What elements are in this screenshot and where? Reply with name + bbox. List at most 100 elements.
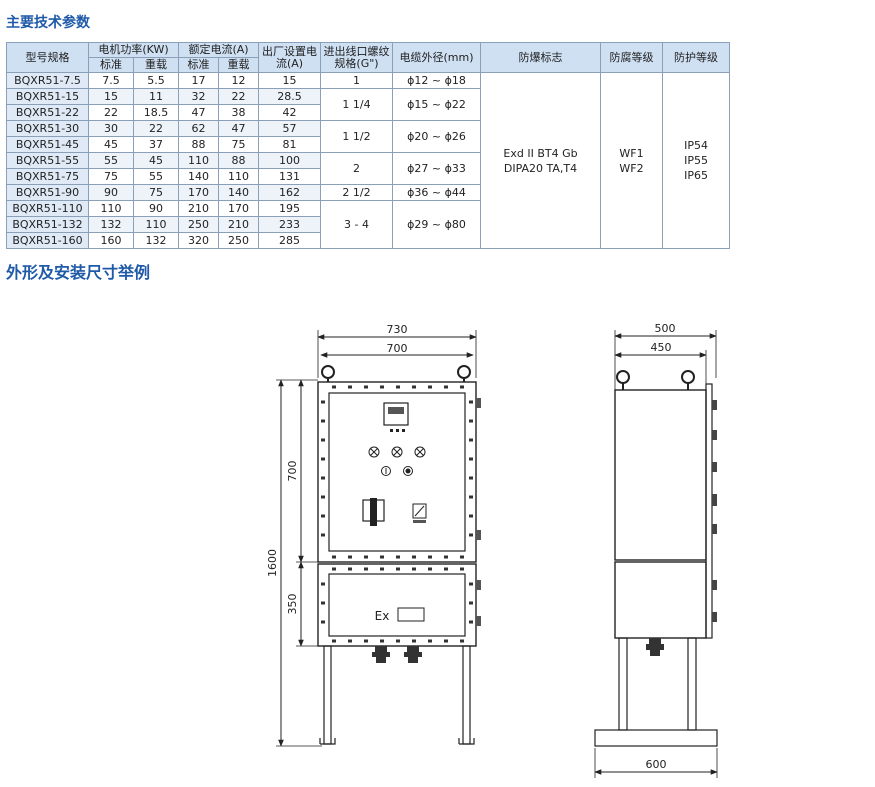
- bolt-icon: [469, 514, 473, 518]
- cable-gland-icon: [646, 638, 664, 656]
- bolt-icon: [380, 555, 384, 559]
- header-anticorrosion: 防腐等级: [600, 42, 664, 73]
- bolt-icon: [428, 555, 432, 559]
- dim-label-side-600: 600: [646, 758, 667, 771]
- cell-i-std: 110: [178, 152, 219, 169]
- cell-protection-line: IP54: [684, 139, 708, 152]
- cell-i-heavy: 210: [217, 216, 260, 233]
- display-panel: [383, 402, 409, 426]
- bolt-icon: [460, 555, 464, 559]
- cell-inlet-thread: 1 1/2: [320, 120, 394, 153]
- cell-inlet-thread: 1: [320, 72, 394, 89]
- header-ex-mark: 防爆标志: [480, 42, 602, 73]
- dim-label-front-lower: 350: [286, 594, 299, 615]
- bolt-icon: [396, 385, 400, 389]
- bolt-icon: [460, 567, 464, 571]
- cell-p-std: 7.5: [88, 72, 134, 89]
- cell-p-heavy: 132: [133, 232, 179, 249]
- cell-ex-mark-line: DIPA20 TA,T4: [503, 161, 578, 175]
- cell-inlet-thread: 3 - 4: [320, 200, 394, 249]
- bolt-icon: [321, 582, 325, 586]
- base-frame: [594, 729, 718, 747]
- bolt-icon: [332, 639, 336, 643]
- cell-cable-od: ϕ15 ~ ϕ22: [392, 88, 482, 121]
- cell-cable-od: ϕ20 ~ ϕ26: [392, 120, 482, 153]
- cell-cable-od: ϕ29 ~ ϕ80: [392, 200, 482, 249]
- support-leg: [687, 637, 697, 731]
- cell-inlet-thread: 2 1/2: [320, 184, 394, 201]
- bolt-icon: [469, 419, 473, 423]
- cable-gland-icon: [372, 646, 422, 663]
- cell-anticorrosion-line: WF2: [619, 161, 644, 175]
- cell-model: BQXR51-22: [6, 104, 89, 121]
- front-view: [276, 330, 481, 747]
- bolt-icon: [348, 385, 352, 389]
- bolt-icon: [412, 385, 416, 389]
- cell-p-heavy: 22: [133, 120, 179, 137]
- cell-p-heavy: 90: [133, 200, 179, 217]
- indicator-lamp-icon: [368, 446, 426, 458]
- bolt-icon: [364, 385, 368, 389]
- side-view: [594, 330, 718, 778]
- side-lower-enclosure: [614, 561, 707, 639]
- support-leg: [462, 645, 471, 745]
- lifting-eye-icon: [616, 370, 630, 384]
- bolt-icon: [396, 555, 400, 559]
- cell-i-std: 17: [178, 72, 219, 89]
- bolt-icon: [469, 400, 473, 404]
- bolt-icon: [321, 457, 325, 461]
- cell-i-std: 210: [178, 200, 219, 217]
- bolt-icon: [321, 620, 325, 624]
- cell-set-current: 57: [258, 120, 322, 137]
- bolt-icon: [444, 639, 448, 643]
- dim-label-side-500: 500: [655, 322, 676, 335]
- section-title-dimensions: 外形及安装尺寸举例: [6, 263, 151, 282]
- ex-nameplate: [397, 607, 425, 622]
- cell-set-current: 100: [258, 152, 322, 169]
- bolt-icon: [332, 567, 336, 571]
- cell-i-heavy: 170: [217, 200, 260, 217]
- bolt-icon: [396, 567, 400, 571]
- support-leg: [323, 645, 332, 745]
- dim-label-front-730: 730: [387, 323, 408, 336]
- cell-model: BQXR51-15: [6, 88, 89, 105]
- cell-model: BQXR51-132: [6, 216, 89, 233]
- cell-i-std: 32: [178, 88, 219, 105]
- support-leg: [618, 637, 628, 731]
- bolt-icon: [428, 567, 432, 571]
- cell-i-std: 47: [178, 104, 219, 121]
- cell-model: BQXR51-75: [6, 168, 89, 185]
- bolt-icon: [412, 567, 416, 571]
- bolt-icon: [428, 385, 432, 389]
- cell-set-current: 285: [258, 232, 322, 249]
- front-bolts: [321, 385, 473, 643]
- bolt-icon: [321, 400, 325, 404]
- bolt-icon: [321, 419, 325, 423]
- bolt-icon: [428, 639, 432, 643]
- header-current-heavy: 重载: [217, 57, 260, 73]
- bolt-icon: [321, 601, 325, 605]
- bolt-icon: [364, 567, 368, 571]
- bolt-icon: [469, 495, 473, 499]
- bolt-icon: [332, 555, 336, 559]
- cell-i-heavy: 140: [217, 184, 260, 201]
- header-protection: 防护等级: [662, 42, 731, 73]
- header-current-standard: 标准: [178, 57, 219, 73]
- bolt-icon: [460, 639, 464, 643]
- cell-p-std: 30: [88, 120, 134, 137]
- dim-label-front-upper: 700: [286, 461, 299, 482]
- cell-model: BQXR51-160: [6, 232, 89, 249]
- cell-model: BQXR51-45: [6, 136, 89, 153]
- bolt-icon: [321, 514, 325, 518]
- cell-cable-od: ϕ36 ~ ϕ44: [392, 184, 482, 201]
